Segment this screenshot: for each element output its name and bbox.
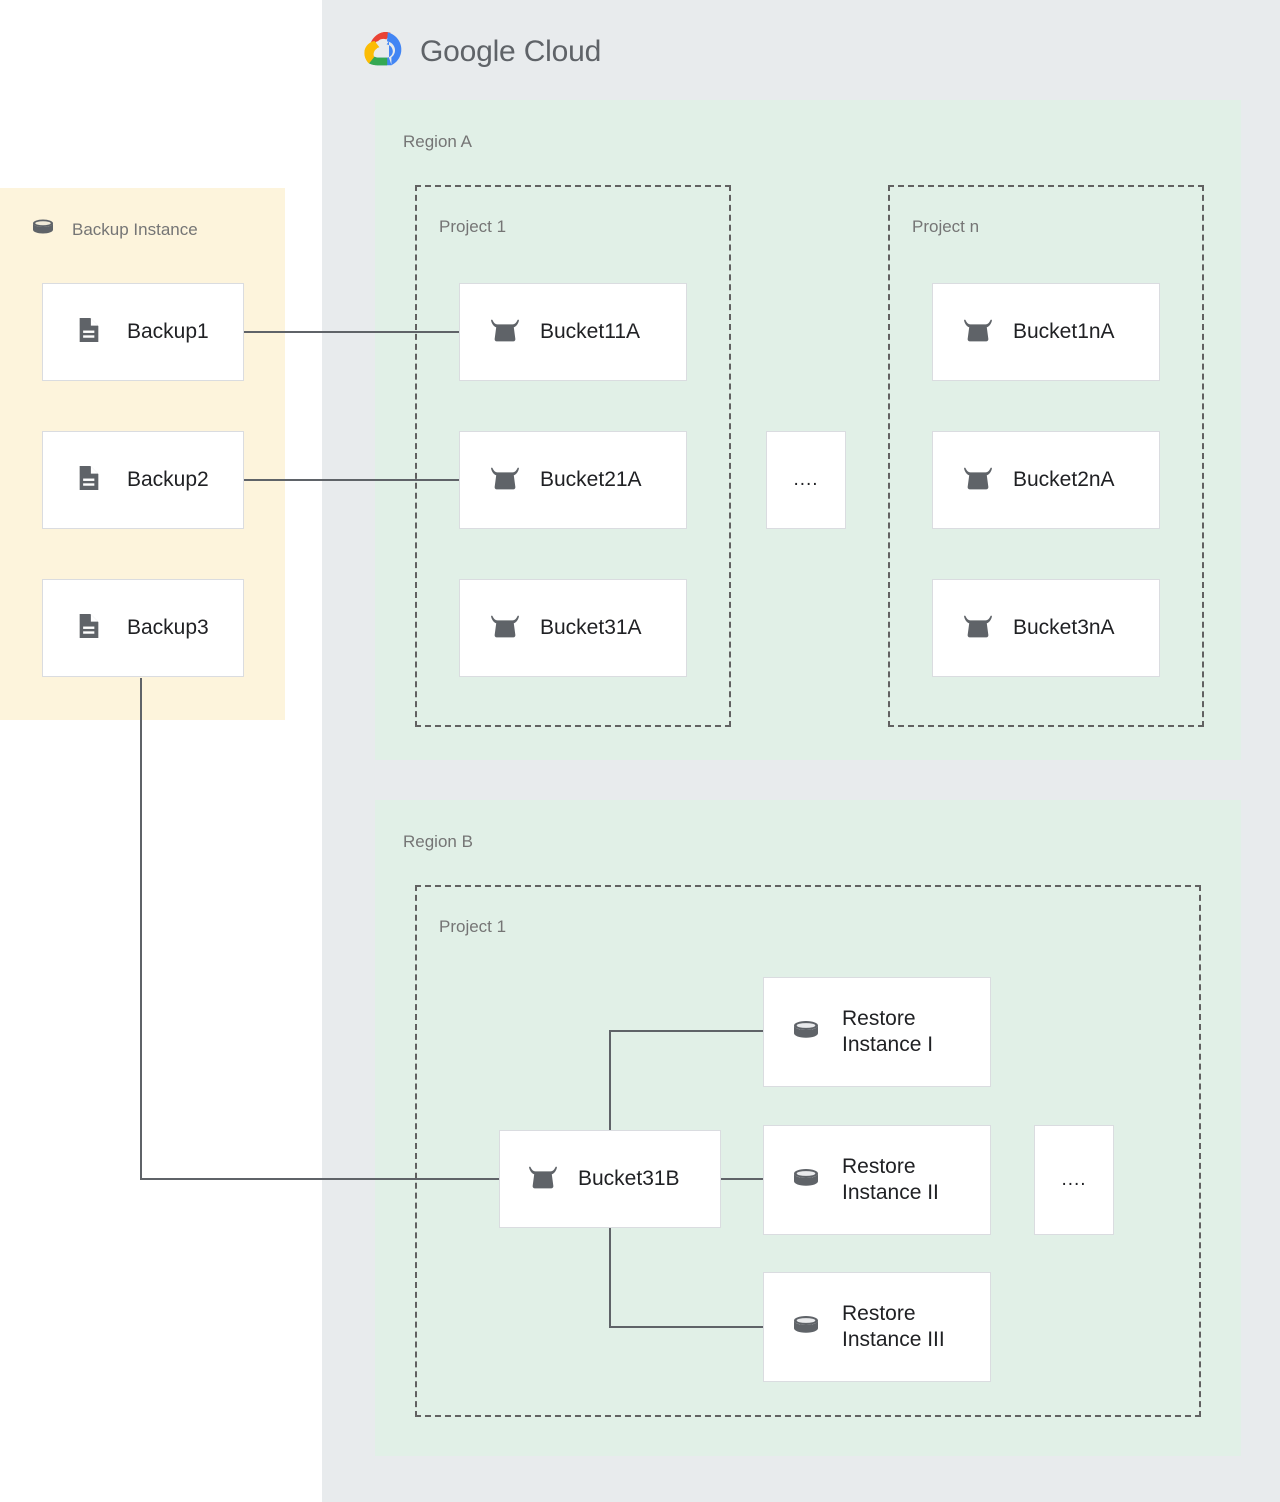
node-backup1[interactable]: Backup1 xyxy=(42,283,244,381)
database-icon xyxy=(788,1160,824,1201)
brand-word-cloud: Cloud xyxy=(523,35,602,68)
node-label: Restore Instance II xyxy=(842,1155,939,1204)
node-label: Restore Instance III xyxy=(842,1302,945,1351)
document-icon xyxy=(73,462,105,499)
node-bucket2na[interactable]: Bucket2nA xyxy=(932,431,1160,529)
bucket-icon xyxy=(526,1160,560,1199)
google-cloud-logo-icon xyxy=(356,28,408,77)
node-label: Backup1 xyxy=(127,320,209,344)
node-label: Bucket1nA xyxy=(1013,320,1115,344)
backup-instance-title: Backup Instance xyxy=(72,219,198,239)
node-bucket31a[interactable]: Bucket31A xyxy=(459,579,687,677)
bucket-icon xyxy=(488,313,522,352)
ellipsis-label: .... xyxy=(793,469,819,490)
node-bucket11a[interactable]: Bucket11A xyxy=(459,283,687,381)
ellipsis-box-region-b: .... xyxy=(1034,1125,1114,1235)
ellipsis-box-region-a: .... xyxy=(766,431,846,529)
node-label: Bucket2nA xyxy=(1013,468,1115,492)
bucket-icon xyxy=(961,461,995,500)
node-label: Bucket31A xyxy=(540,616,642,640)
document-icon xyxy=(73,314,105,351)
project-1-region-a-box: Project 1 xyxy=(415,185,731,727)
brand-word-google: Google xyxy=(420,35,516,68)
node-restore-instance-1[interactable]: Restore Instance I xyxy=(763,977,991,1087)
region-b-label: Region B xyxy=(403,832,473,851)
node-backup2[interactable]: Backup2 xyxy=(42,431,244,529)
node-label: Bucket11A xyxy=(540,320,641,344)
google-cloud-brand: Google Cloud xyxy=(356,26,656,78)
node-label: Backup3 xyxy=(127,616,209,640)
node-label: Restore Instance I xyxy=(842,1007,934,1056)
google-cloud-wordmark: Google Cloud xyxy=(420,35,601,69)
node-backup3[interactable]: Backup3 xyxy=(42,579,244,677)
database-icon xyxy=(788,1307,824,1348)
ellipsis-label: .... xyxy=(1061,1169,1087,1190)
node-bucket3na[interactable]: Bucket3nA xyxy=(932,579,1160,677)
node-bucket1na[interactable]: Bucket1nA xyxy=(932,283,1160,381)
node-restore-instance-3[interactable]: Restore Instance III xyxy=(763,1272,991,1382)
bucket-icon xyxy=(961,609,995,648)
bucket-icon xyxy=(488,461,522,500)
project-n-region-a-label: Project n xyxy=(912,217,980,236)
node-bucket31b[interactable]: Bucket31B xyxy=(499,1130,721,1228)
project-1-region-b-label: Project 1 xyxy=(439,917,507,936)
bucket-icon xyxy=(961,313,995,352)
node-label: Backup2 xyxy=(127,468,209,492)
region-a-label: Region A xyxy=(403,132,472,151)
project-n-region-a-box: Project n xyxy=(888,185,1204,727)
database-icon xyxy=(788,1012,824,1053)
database-icon xyxy=(28,212,58,247)
node-label: Bucket3nA xyxy=(1013,616,1115,640)
project-1-region-a-label: Project 1 xyxy=(439,217,507,236)
node-label: Bucket21A xyxy=(540,468,642,492)
backup-instance-header: Backup Instance xyxy=(28,212,198,247)
node-bucket21a[interactable]: Bucket21A xyxy=(459,431,687,529)
node-restore-instance-2[interactable]: Restore Instance II xyxy=(763,1125,991,1235)
document-icon xyxy=(73,610,105,647)
node-label: Bucket31B xyxy=(578,1167,680,1191)
bucket-icon xyxy=(488,609,522,648)
